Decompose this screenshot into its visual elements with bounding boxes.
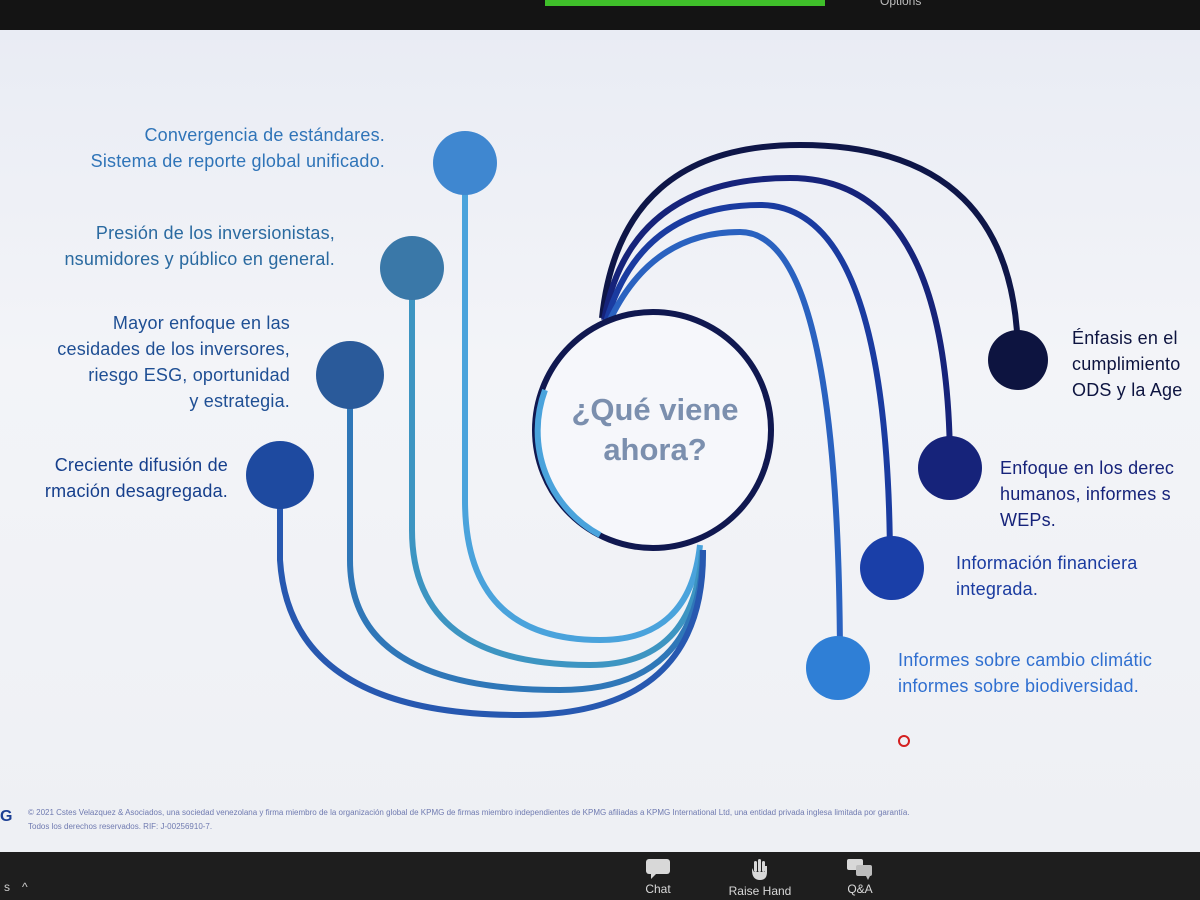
right-item-4-line1: Informes sobre cambio climátic	[898, 650, 1153, 670]
left-item-2: Presión de los inversionistas, nsumidore…	[64, 220, 335, 272]
connector-left-2	[409, 268, 705, 669]
toolbar-left-label: s	[4, 880, 10, 894]
node-left-1	[433, 131, 497, 195]
hand-icon	[752, 859, 767, 880]
center-title-line2: ahora?	[603, 432, 707, 467]
left-item-4: Creciente difusión de rmación desagregad…	[45, 452, 228, 504]
left-item-3-line4: y estrategia.	[189, 391, 290, 411]
node-right-4	[806, 636, 870, 700]
left-item-1: Convergencia de estándares. Sistema de r…	[91, 122, 385, 174]
node-left-3	[316, 341, 384, 409]
node-left-2	[380, 236, 444, 300]
center-title-line1: ¿Qué viene	[571, 392, 739, 427]
right-item-3: Información financiera integrada.	[956, 550, 1138, 602]
left-item-3-line2: cesidades de los inversores,	[57, 339, 290, 359]
connector-right-2	[601, 174, 953, 469]
left-item-2-line2: nsumidores y público en general.	[64, 249, 335, 269]
node-left-4	[246, 441, 314, 509]
right-item-2-line3: WEPs.	[1000, 510, 1057, 530]
center-question: ¿Qué viene ahora?	[545, 390, 765, 470]
right-item-2: Enfoque en los derec humanos, informes s…	[1000, 455, 1174, 533]
connector-left-1	[462, 165, 703, 644]
node-right-2	[918, 436, 982, 500]
connector-right-3	[603, 201, 893, 569]
right-item-2-line2: humanos, informes s	[1000, 484, 1171, 504]
chevron-up-icon[interactable]: ^	[22, 880, 28, 894]
left-item-4-line2: rmación desagregada.	[44, 481, 228, 501]
chat-button[interactable]: Chat	[623, 858, 693, 896]
right-item-1-line2: cumplimiento	[1072, 354, 1181, 374]
right-item-3-line1: Información financiera	[956, 553, 1138, 573]
left-item-3-line3: riesgo ESG, oportunidad	[88, 365, 290, 385]
left-item-2-line1: Presión de los inversionistas,	[95, 223, 335, 243]
connector-right-4	[605, 228, 843, 669]
connector-right-1	[599, 141, 1021, 361]
qa-button[interactable]: Q&A	[825, 858, 895, 896]
presentation-slide: ¿Qué viene ahora? Convergencia de estánd…	[0, 30, 1200, 852]
options-label[interactable]: Options	[880, 0, 922, 8]
node-right-3	[860, 536, 924, 600]
left-item-1-line2: Sistema de reporte global unificado.	[90, 151, 385, 171]
left-item-4-line1: Creciente difusión de	[54, 455, 228, 475]
meeting-toolbar: s ^ Chat Raise Hand Q&A	[0, 852, 1200, 900]
footer-copyright: © 2021 Cstes Velazquez & Asociados, una …	[28, 808, 910, 817]
qa-label: Q&A	[847, 882, 873, 896]
left-item-3: Mayor enfoque en las cesidades de los in…	[57, 310, 290, 414]
right-item-1-line3: ODS y la Age	[1072, 380, 1183, 400]
chat-label: Chat	[645, 882, 671, 896]
active-speaker-indicator	[545, 0, 825, 6]
right-item-1-line1: Énfasis en el	[1072, 328, 1178, 348]
right-item-2-line1: Enfoque en los derec	[1000, 458, 1175, 478]
raise-hand-label: Raise Hand	[728, 884, 792, 898]
right-item-3-line2: integrada.	[956, 579, 1039, 599]
left-item-1-line1: Convergencia de estándares.	[144, 125, 385, 145]
qa-icon	[847, 859, 872, 880]
connector-left-3	[347, 375, 706, 694]
pointer-marker	[898, 735, 910, 747]
chat-icon	[646, 859, 670, 879]
right-item-4: Informes sobre cambio climátic informes …	[898, 647, 1152, 699]
footer-rights: Todos los derechos reservados. RIF: J-00…	[28, 822, 213, 831]
right-item-4-line2: informes sobre biodiversidad.	[898, 676, 1139, 696]
kpmg-logo: G	[0, 808, 13, 825]
diagram-lines	[246, 131, 1048, 719]
raise-hand-button[interactable]: Raise Hand	[725, 858, 795, 898]
slide-footer: G © 2021 Cstes Velazquez & Asociados, un…	[0, 806, 1178, 834]
connector-left-4	[277, 475, 707, 719]
node-right-1	[988, 330, 1048, 390]
right-item-1: Énfasis en el cumplimiento ODS y la Age	[1072, 325, 1182, 403]
left-item-3-line1: Mayor enfoque en las	[112, 313, 290, 333]
center-circle-accent	[534, 388, 602, 538]
top-bar: Options	[0, 0, 1200, 30]
